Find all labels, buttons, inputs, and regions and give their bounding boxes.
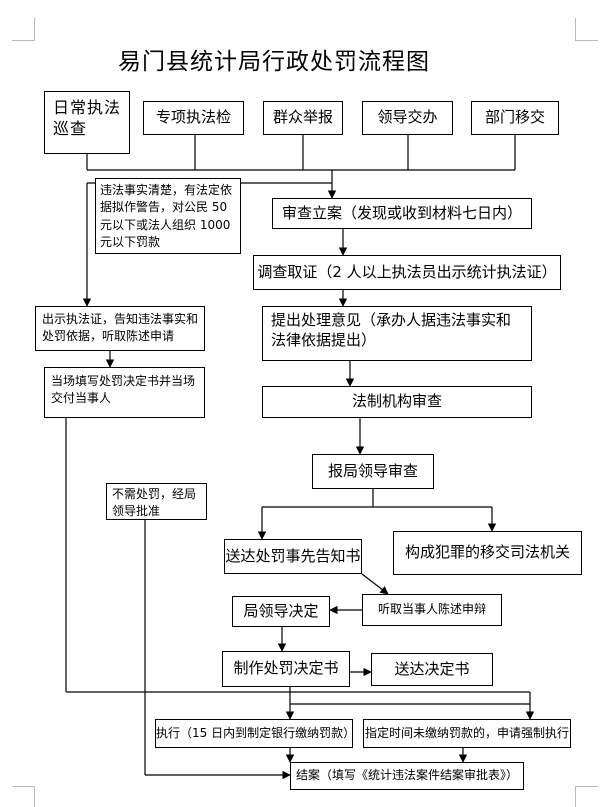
judicial-transfer-box: 构成犯罪的移交司法机关 bbox=[393, 531, 582, 575]
corner-mark-bottom-left bbox=[12, 786, 35, 807]
summary-fill-decision-box: 当场填写处罚决定书并当场交付当事人 bbox=[44, 367, 205, 418]
source-daily-inspection: 日常执法巡查 bbox=[44, 91, 130, 154]
deliver-decision-box: 送达决定书 bbox=[371, 653, 493, 686]
execution-box: 执行（15 日内到制定银行缴纳罚款） bbox=[155, 719, 353, 748]
prior-notice-box: 送达处罚事先告知书 bbox=[224, 539, 362, 574]
leader-review-box: 报局领导审查 bbox=[312, 454, 434, 489]
handling-opinion-box: 提出处理意见（承办人据违法事实和法律依据提出） bbox=[262, 306, 532, 361]
source-department-transfer: 部门移交 bbox=[471, 101, 559, 135]
case-filing-box: 审查立案（发现或收到材料七日内） bbox=[272, 198, 532, 229]
source-special-inspection: 专项执法检 bbox=[143, 101, 244, 135]
corner-mark-top-left bbox=[12, 18, 35, 41]
corner-mark-top-right bbox=[575, 18, 598, 41]
summary-show-id-box: 出示执法证，告知违法事实和处罚依据，听取陈述申请 bbox=[35, 306, 205, 351]
enforcement-box: 指定时间未缴纳罚款的，申请强制执行 bbox=[363, 719, 571, 748]
hearing-box: 听取当事人陈述申辩 bbox=[362, 594, 502, 626]
corner-mark-bottom-right bbox=[575, 786, 598, 807]
legal-review-box: 法制机构审查 bbox=[262, 386, 532, 418]
no-penalty-box: 不需处罚，经局领导批准 bbox=[106, 483, 207, 520]
page-title: 易门县统计局行政处罚流程图 bbox=[118, 49, 430, 75]
make-decision-box: 制作处罚决定书 bbox=[222, 651, 350, 687]
case-closure-box: 结案（填写《统计违法案件结案审批表》） bbox=[290, 762, 524, 790]
source-public-report: 群众举报 bbox=[263, 101, 343, 135]
summary-condition-box: 违法事实清楚，有法定依据拟作警告，对公民 50元以下或法人组织 1000元以下罚… bbox=[95, 178, 241, 254]
leader-decision-box: 局领导决定 bbox=[232, 596, 330, 627]
source-leader-assignment: 领导交办 bbox=[362, 101, 453, 135]
investigation-box: 调查取证（2 人以上执法员出示统计执法证） bbox=[253, 255, 561, 290]
